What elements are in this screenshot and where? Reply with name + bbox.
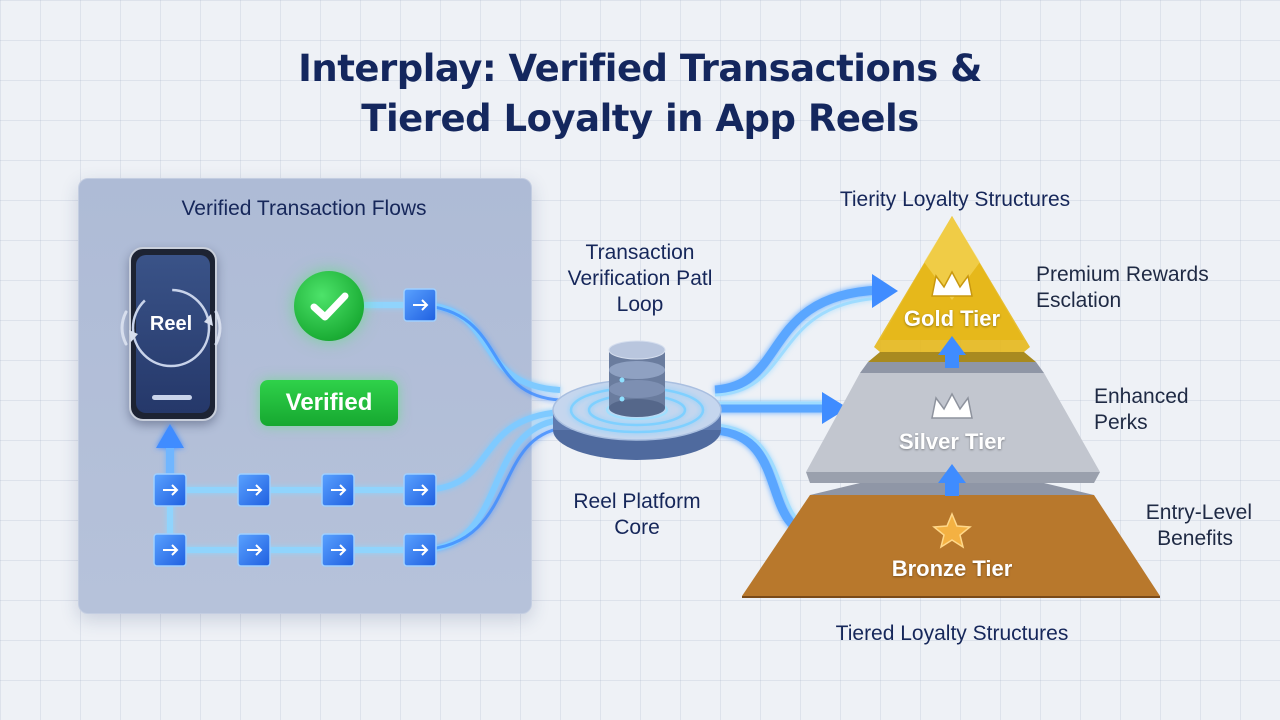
phone-reel-label: Reel bbox=[149, 313, 193, 335]
phone-home-bar bbox=[152, 395, 192, 400]
silver-benefit-line-2: Perks bbox=[1094, 411, 1148, 434]
verified-check-icon bbox=[294, 271, 364, 341]
page-title-line-2: Tiered Loyalty in App Reels bbox=[361, 97, 919, 140]
silver-benefit-line-1: Enhanced bbox=[1094, 385, 1189, 408]
core-label-line-1: Reel Platform bbox=[573, 490, 701, 513]
platform-core-icon bbox=[552, 340, 722, 460]
arrow-to-silver bbox=[822, 392, 848, 424]
reel-refresh-icon bbox=[120, 288, 222, 368]
pyramid-top-heading: Tierity Loyalty Structures bbox=[839, 188, 1071, 211]
loop-label-line-3: Loop bbox=[616, 293, 664, 316]
transaction-cubes bbox=[153, 288, 437, 567]
panel-heading: Verified Transaction Flows bbox=[181, 197, 427, 220]
bronze-benefit-line-1: Entry-Level bbox=[1145, 501, 1252, 524]
loop-label-line-1: Transaction bbox=[585, 241, 695, 264]
gold-crown-icon bbox=[931, 270, 973, 297]
page-title-line-1: Interplay: Verified Transactions & bbox=[298, 47, 982, 90]
silver-tier-label: Silver Tier bbox=[899, 429, 1005, 454]
panel-flow-lines bbox=[167, 302, 420, 553]
bronze-tier-label: Bronze Tier bbox=[891, 556, 1013, 581]
core-label-line-2: Core bbox=[614, 516, 660, 539]
gold-benefit-line-1: Premium Rewards bbox=[1036, 263, 1209, 286]
gold-tier-label: Gold Tier bbox=[903, 306, 1001, 331]
loop-label-line-2: Verification Patl bbox=[567, 267, 713, 290]
core-inbound-flows bbox=[419, 302, 563, 553]
bronze-benefit-line-2: Benefits bbox=[1157, 527, 1233, 550]
bronze-star-icon bbox=[932, 512, 972, 549]
gold-benefit-line-2: Esclation bbox=[1036, 289, 1122, 312]
arrow-to-gold bbox=[872, 274, 898, 308]
pyramid-bottom-heading: Tiered Loyalty Structures bbox=[835, 622, 1069, 645]
phone-device bbox=[129, 247, 217, 421]
verified-badge: Verified bbox=[260, 380, 398, 426]
silver-crown-icon bbox=[931, 392, 973, 419]
phone-screen bbox=[136, 255, 210, 413]
